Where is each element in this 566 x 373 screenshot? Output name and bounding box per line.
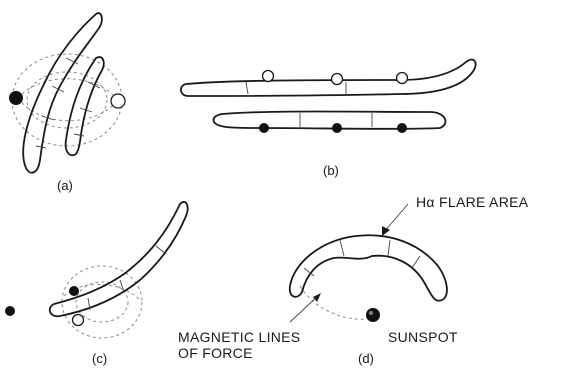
magnetic-lines-label-line1: MAGNETIC LINES	[178, 329, 300, 345]
panel-d-sunspot-umbra	[369, 311, 373, 315]
panel-b-sunspot-dark	[332, 123, 342, 133]
panel-c-field-loop-outer	[62, 266, 142, 338]
flare-area-arrow	[384, 204, 408, 232]
magnetic-lines-label: MAGNETIC LINES OF FORCE	[178, 329, 305, 361]
flare-area-arrowhead	[382, 226, 390, 236]
sunspot-label: SUNSPOT	[388, 329, 458, 345]
panel-c-ribbon-segment	[88, 246, 166, 310]
panel-c-sunspot-dark	[5, 306, 15, 316]
panel-a: (a)	[9, 13, 125, 193]
panel-b-sunspot-dark	[259, 123, 269, 133]
panel-d-ribbon-arc	[290, 235, 447, 301]
panel-b-sunspot-open	[263, 71, 274, 82]
magnetic-lines-label-line2: OF FORCE	[178, 345, 253, 361]
panel-a-field-loop-inner	[27, 72, 107, 128]
panel-a-field-line	[18, 79, 118, 100]
panel-b-ribbon-upper-segment	[246, 82, 346, 94]
panel-a-ribbon-right	[66, 57, 104, 155]
panel-c-field-loop-inner	[76, 282, 128, 322]
magnetic-lines-arrowhead	[313, 293, 321, 302]
panel-d-label: (d)	[358, 351, 374, 366]
panel-a-sunspot-dark	[9, 91, 23, 105]
panel-c-ribbon	[50, 202, 188, 316]
panel-d-sunspot	[366, 308, 380, 322]
panel-c-sunspot-dark	[69, 286, 79, 296]
panel-c: (c)	[5, 202, 188, 366]
panel-a-label: (a)	[57, 178, 73, 193]
magnetic-lines-arrow	[290, 296, 318, 322]
panel-b-sunspot-open	[397, 73, 408, 84]
panel-c-label: (c)	[92, 351, 107, 366]
flare-area-label: Hα FLARE AREA	[416, 194, 529, 210]
panel-a-sunspot-open	[111, 94, 125, 108]
panel-b-ribbon-upper	[181, 60, 476, 96]
panel-a-ribbon-left	[23, 13, 102, 173]
panel-c-sunspot-open	[73, 315, 84, 326]
panel-b-sunspot-dark	[397, 123, 407, 133]
panel-a-ribbon-left-segment	[36, 58, 78, 148]
flare-area-label-suffix: FLARE AREA	[435, 194, 529, 210]
flare-area-label-prefix: H	[416, 194, 426, 210]
panel-b-label: (b)	[323, 163, 339, 178]
panel-b-sunspot-open	[332, 74, 343, 85]
flare-area-label-greek: α	[426, 194, 434, 210]
panel-b: (b)	[181, 60, 476, 178]
panel-b-ribbon-lower	[213, 112, 445, 129]
